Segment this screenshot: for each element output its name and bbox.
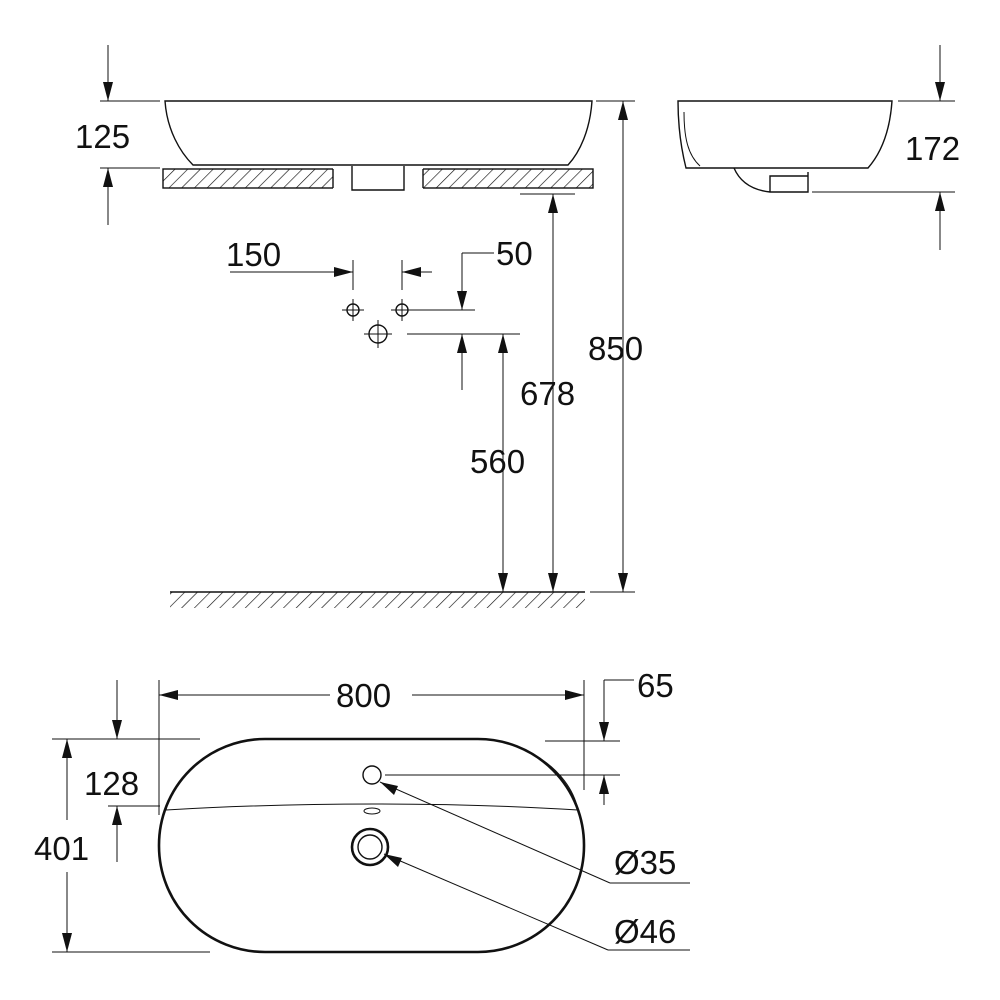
dimension-overflow-offset: 65 bbox=[637, 667, 674, 704]
floor-section bbox=[170, 592, 585, 608]
label-overflow-diameter: Ø35 bbox=[614, 844, 676, 881]
dimension-tap-offset: 50 bbox=[496, 235, 533, 272]
side-waste-outlet bbox=[733, 167, 809, 193]
waste-hole-inner bbox=[357, 834, 383, 860]
dimension-waste-height: 560 bbox=[470, 443, 525, 480]
dimension-side-height: 172 bbox=[905, 130, 960, 167]
dimension-countertop-height: 678 bbox=[520, 375, 575, 412]
side-view: 172 bbox=[677, 45, 960, 250]
dimension-basin-height: 125 bbox=[75, 118, 130, 155]
basin-side-outline bbox=[677, 100, 893, 169]
overflow-hole bbox=[362, 765, 382, 785]
dimension-width: 800 bbox=[336, 677, 391, 714]
waste-outlet bbox=[332, 166, 424, 191]
front-view: 125 150 50 560 bbox=[75, 45, 643, 608]
dimension-total-height: 850 bbox=[588, 330, 643, 367]
waste-hole-outer bbox=[350, 827, 390, 867]
dimension-depth-offset: 128 bbox=[84, 765, 139, 802]
top-view: 800 65 128 401 Ø35 Ø46 bbox=[34, 667, 690, 954]
basin-inner-rim bbox=[165, 803, 579, 811]
basin-top-outline bbox=[157, 737, 586, 954]
tap-hole-symbols bbox=[342, 299, 520, 348]
label-waste-diameter: Ø46 bbox=[614, 913, 676, 950]
dimension-tap-spacing: 150 bbox=[226, 236, 281, 273]
basin-front-outline bbox=[164, 100, 593, 166]
dimension-depth: 401 bbox=[34, 830, 89, 867]
